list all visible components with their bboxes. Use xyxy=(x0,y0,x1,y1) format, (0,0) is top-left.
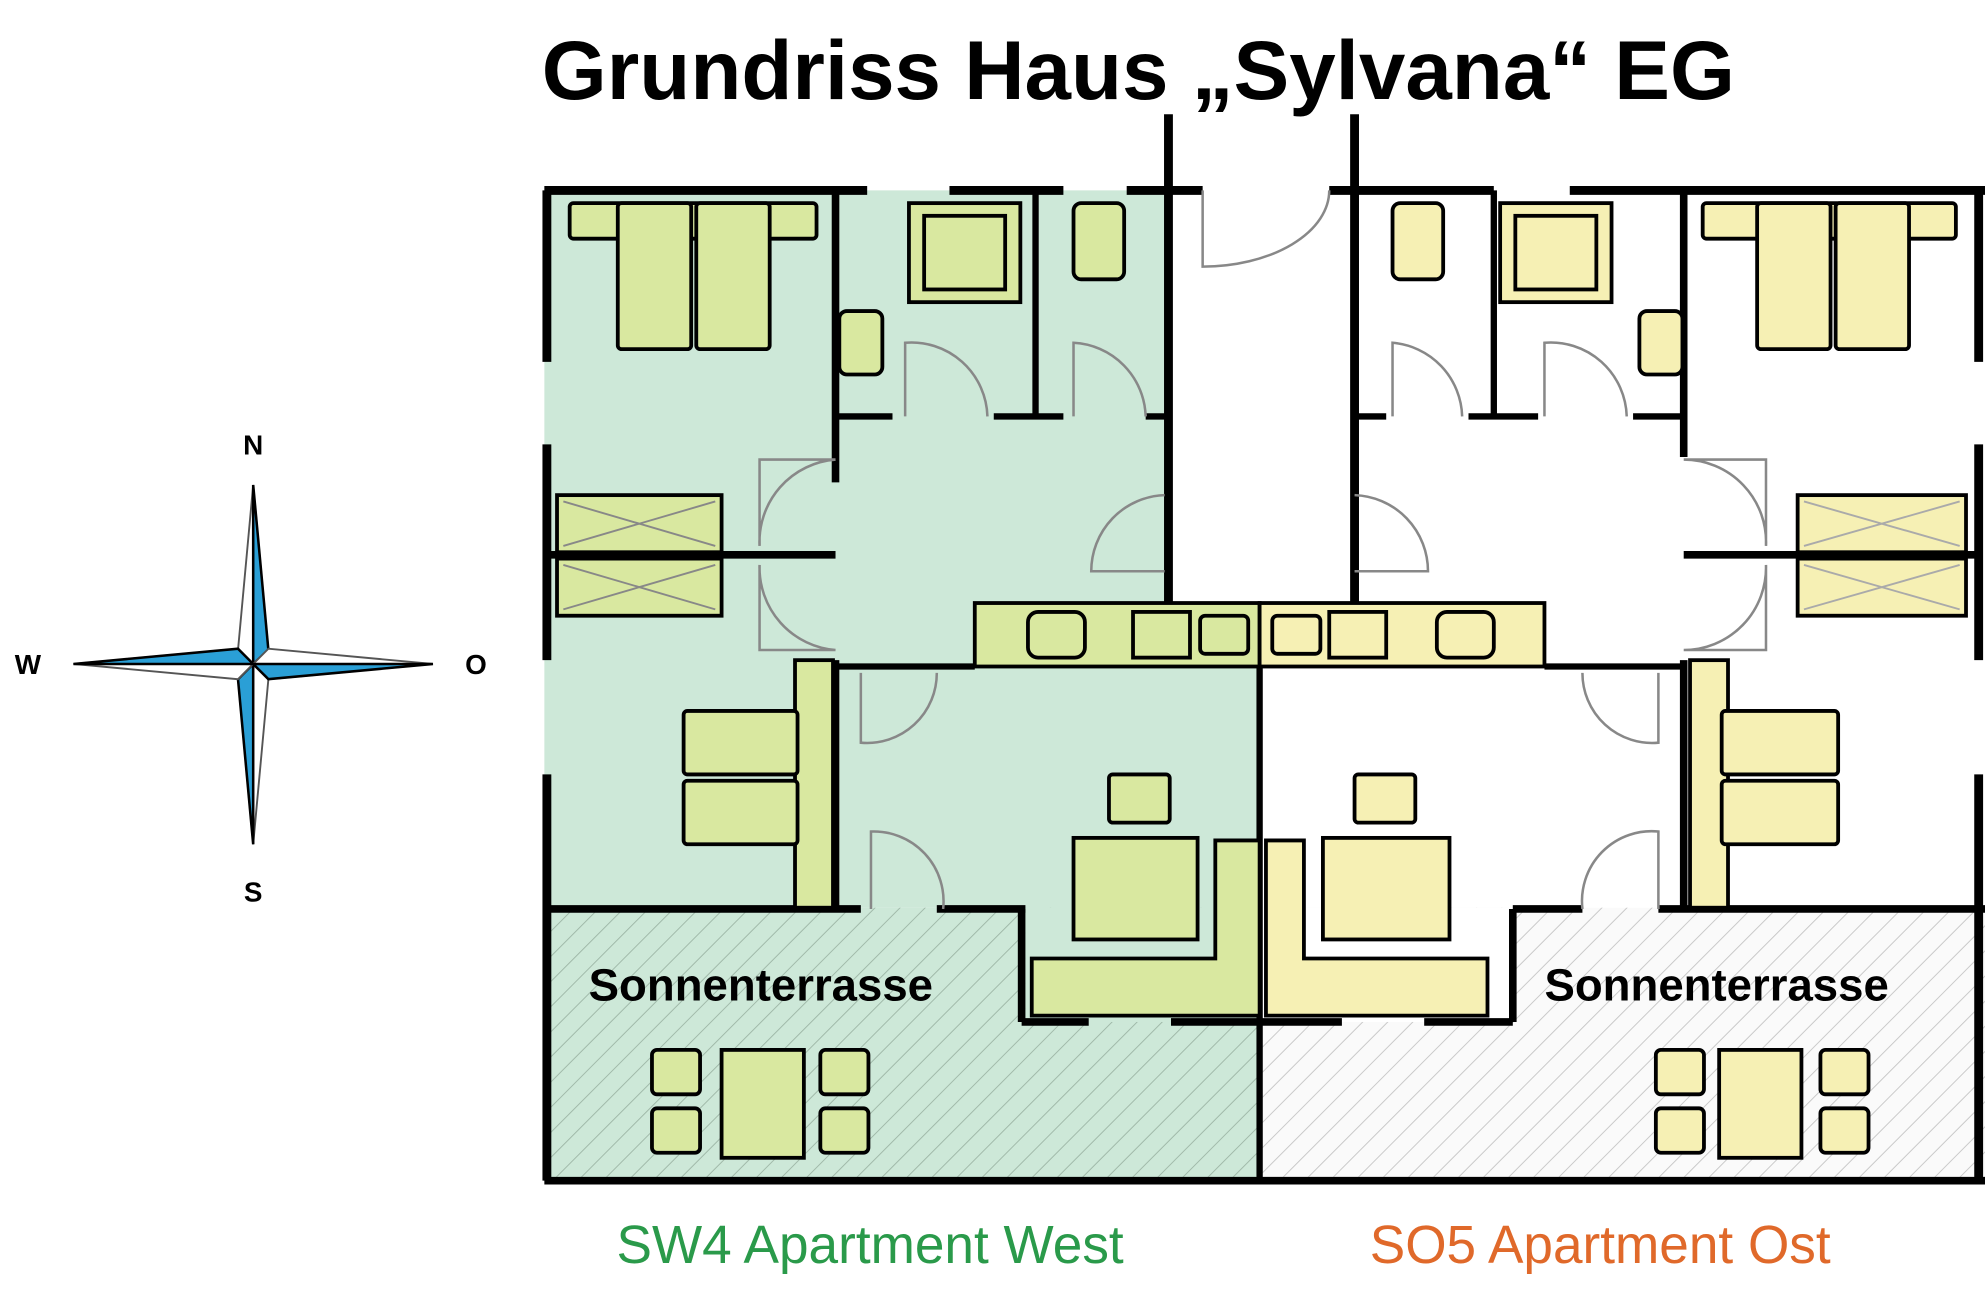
bed xyxy=(615,201,694,352)
oven xyxy=(1198,613,1251,656)
compass-point-blue xyxy=(73,647,257,666)
door-swing xyxy=(1072,341,1147,417)
kitchen-sink xyxy=(1026,610,1087,660)
door-swing xyxy=(1580,829,1660,910)
sink xyxy=(837,309,885,377)
compass-north-label: N xyxy=(243,429,263,460)
chair xyxy=(650,1047,702,1097)
door-swing xyxy=(869,830,945,910)
kitchen-sink xyxy=(1434,610,1496,660)
stove xyxy=(1327,610,1389,660)
compass-point-blue xyxy=(250,662,434,681)
chair xyxy=(818,1047,871,1097)
sink xyxy=(1637,309,1685,377)
page-title: Grundriss Haus „Sylvana“ EG xyxy=(542,23,1735,117)
walls xyxy=(542,114,1985,1185)
shower-tray xyxy=(922,213,1008,292)
door-swing xyxy=(859,672,939,745)
apartment-west-label: SW4 Apartment West xyxy=(617,1216,1124,1275)
door-swing xyxy=(1683,458,1768,546)
headboard xyxy=(793,658,835,910)
door-swing xyxy=(903,341,989,417)
stove xyxy=(1131,610,1192,660)
chair xyxy=(1653,1047,1706,1097)
compass-rose-icon xyxy=(73,484,434,845)
corner-sofa xyxy=(1029,838,1262,1018)
toilet xyxy=(1390,201,1446,282)
door-swing xyxy=(1201,190,1331,268)
toilet xyxy=(1071,201,1127,282)
door-swing xyxy=(758,458,836,546)
bed xyxy=(681,709,800,777)
chair xyxy=(818,1106,871,1155)
door-swing xyxy=(758,564,836,652)
wardrobe xyxy=(555,493,724,555)
bed xyxy=(1833,201,1911,352)
dining-table xyxy=(1071,835,1200,942)
compass-point-blue xyxy=(236,660,255,845)
bed xyxy=(681,778,800,847)
bed xyxy=(1755,201,1833,352)
chair xyxy=(650,1106,702,1155)
compass-west-label: W xyxy=(15,649,42,680)
corner-sofa xyxy=(1264,838,1490,1018)
terrace-east-label: Sonnenterrasse xyxy=(1544,959,1888,1010)
chair xyxy=(1107,772,1172,825)
wardrobe-cross xyxy=(563,500,716,611)
bed xyxy=(1719,709,1841,777)
door-swing xyxy=(1581,672,1660,745)
compass-east-label: O xyxy=(465,649,487,680)
chair xyxy=(1818,1106,1871,1155)
terrace-table xyxy=(1717,1047,1804,1160)
apartment-east-label: SO5 Apartment Ost xyxy=(1370,1216,1831,1275)
doors xyxy=(758,190,1768,910)
oven xyxy=(1270,613,1323,656)
wardrobe-cross xyxy=(1803,500,1960,611)
chair xyxy=(1653,1106,1706,1155)
dining-table xyxy=(1321,835,1452,942)
door-swing xyxy=(1391,341,1464,417)
apartment-east-area xyxy=(1259,907,1985,1181)
shower-tray xyxy=(1513,213,1599,292)
bed xyxy=(694,201,772,352)
bed xyxy=(1719,778,1841,847)
furniture-east xyxy=(1257,201,1968,1160)
door-swing xyxy=(1354,493,1430,573)
chair xyxy=(1818,1047,1871,1097)
compass-point-blue xyxy=(251,484,270,667)
terrace-west-label: Sonnenterrasse xyxy=(589,959,933,1010)
chair xyxy=(1352,772,1418,825)
terrace-table xyxy=(719,1047,806,1160)
door-swing xyxy=(1683,564,1768,652)
furniture-west xyxy=(555,201,1262,1160)
compass-south-label: S xyxy=(244,876,263,907)
door-swing xyxy=(1543,341,1629,417)
door-swing xyxy=(1089,493,1165,573)
